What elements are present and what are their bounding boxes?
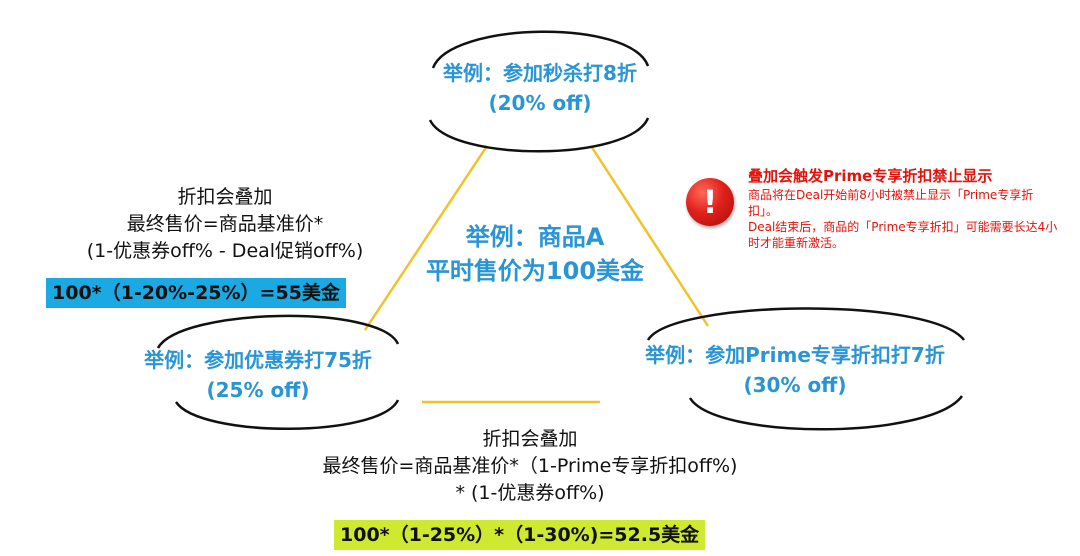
center-line1: 举例：商品A (465, 223, 605, 251)
node-right-line1: 举例：参加Prime专享折扣打7折 (645, 343, 945, 367)
prime-warning: 叠加会触发Prime专享折扣禁止显示 商品将在Deal开始前8小时被禁止显示「P… (748, 165, 1058, 251)
warning-line1: 商品将在Deal开始前8小时被禁止显示「Prime专享折扣」。 (748, 188, 1034, 218)
bottom-formula-result: 100*（1-25%）*（1-30%)=52.5美金 (334, 520, 706, 550)
ellipse-left-upper (156, 314, 400, 349)
left-formula: 折扣会叠加 最终售价=商品基准价* (1-优惠券off% - Deal促销off… (40, 184, 410, 265)
center-line2: 平时售价为100美金 (425, 257, 645, 285)
left-formula-line3: (1-优惠券off% - Deal促销off%) (86, 240, 364, 262)
ellipse-right-upper (646, 307, 965, 341)
node-left-line2: (25% off) (206, 378, 310, 402)
node-top-line1: 举例：参加秒杀打8折 (443, 61, 637, 85)
node-top-line2: (20% off) (488, 91, 592, 115)
node-right-line2: (30% off) (743, 373, 847, 397)
ellipse-left-lower (174, 399, 400, 430)
warning-line2: Deal结束后，商品的「Prime专享折扣」可能需要长达4小时才能重新激活。 (748, 220, 1058, 250)
left-formula-result: 100*（1-20%-25%）=55美金 (46, 278, 346, 308)
connector-top-left (363, 145, 489, 331)
bottom-formula-line1: 折扣会叠加 (482, 428, 578, 450)
bottom-formula-line2: 最终售价=商品基准价*（1-Prime专享折扣off%) (322, 455, 738, 477)
left-formula-line1: 折扣会叠加 (177, 186, 273, 208)
bottom-formula-line3: * (1-优惠券off%) (455, 482, 605, 504)
bottom-formula: 折扣会叠加 最终售价=商品基准价*（1-Prime专享折扣off%) * (1-… (260, 426, 800, 507)
exclamation-icon: ! (686, 178, 734, 226)
ellipse-top-upper (431, 30, 650, 69)
ellipse-right-lower (688, 395, 964, 431)
node-left-label: 举例：参加优惠券打75折 (25% off) (118, 345, 398, 405)
node-top-label: 举例：参加秒杀打8折 (20% off) (420, 58, 660, 118)
warning-title: 叠加会触发Prime专享折扣禁止显示 (748, 167, 993, 185)
connector-top-right (589, 145, 710, 327)
center-product-label: 举例：商品A 平时售价为100美金 (400, 220, 670, 288)
node-left-line1: 举例：参加优惠券打75折 (144, 348, 372, 372)
left-formula-line2: 最终售价=商品基准价* (126, 213, 324, 235)
node-right-label: 举例：参加Prime专享折扣打7折 (30% off) (612, 340, 978, 400)
ellipse-top-lower (428, 117, 650, 153)
